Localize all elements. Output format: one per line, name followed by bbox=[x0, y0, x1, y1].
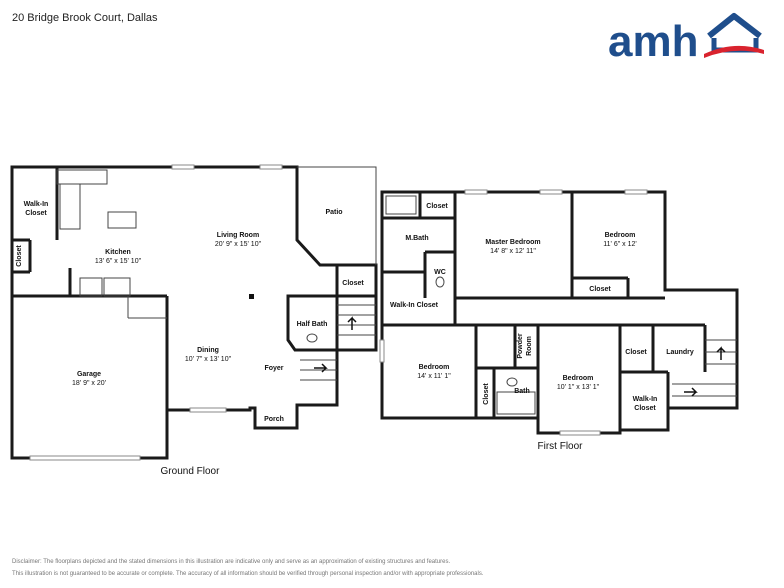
room-bath: Bath bbox=[514, 388, 530, 395]
room-bedroom-ne-dims: 11' 6" x 12' bbox=[603, 241, 636, 248]
logo-wordmark: amh bbox=[608, 17, 698, 62]
ground-floor-plan bbox=[10, 164, 378, 461]
room-master-bedroom-name: Master Bedroom bbox=[485, 239, 540, 246]
room-mbath: M.Bath bbox=[405, 235, 428, 242]
disclaimer-line-1: Disclaimer: The floorplans depicted and … bbox=[12, 559, 451, 565]
room-living-name: Living Room bbox=[217, 232, 259, 239]
room-closet-ground-left: Closet bbox=[16, 245, 23, 267]
room-kitchen-dims: 13' 6" x 15' 10" bbox=[95, 258, 142, 265]
room-closet-hall: Closet bbox=[625, 349, 647, 356]
first-floor-label: First Floor bbox=[538, 441, 584, 452]
room-half-bath: Half Bath bbox=[297, 321, 328, 328]
room-dining-name: Dining bbox=[197, 347, 219, 354]
room-walkin-closet-first: Walk-In Closet bbox=[390, 302, 439, 309]
room-closet-bedroom-w: Closet bbox=[483, 383, 490, 405]
property-address: 20 Bridge Brook Court, Dallas bbox=[12, 12, 158, 24]
room-closet-ground-right: Closet bbox=[342, 280, 364, 287]
room-kitchen-name: Kitchen bbox=[105, 249, 131, 256]
amh-logo: amh bbox=[606, 10, 766, 67]
room-wc: WC bbox=[434, 269, 446, 276]
room-bedroom-s-name: Bedroom bbox=[563, 375, 594, 382]
room-laundry: Laundry bbox=[666, 349, 694, 356]
room-bedroom-w-dims: 14' x 11' 1" bbox=[417, 373, 451, 380]
room-garage-name: Garage bbox=[77, 371, 101, 378]
room-closet-bedroom-ne: Closet bbox=[589, 286, 611, 293]
room-closet-mbath: Closet bbox=[426, 203, 448, 210]
room-living-dims: 20' 9" x 15' 10" bbox=[215, 241, 262, 248]
room-dining-dims: 10' 7" x 13' 10" bbox=[185, 356, 232, 363]
room-master-bedroom-dims: 14' 8" x 12' 11" bbox=[490, 248, 536, 255]
ground-floor-label: Ground Floor bbox=[161, 466, 221, 477]
room-porch: Porch bbox=[264, 416, 284, 423]
disclaimer-line-2: This illustration is not guaranteed to b… bbox=[12, 571, 484, 577]
room-bedroom-ne-name: Bedroom bbox=[605, 232, 636, 239]
room-bedroom-s-dims: 10' 1" x 13' 1" bbox=[557, 384, 600, 391]
disclaimer: Disclaimer: The floorplans depicted and … bbox=[12, 556, 712, 580]
room-foyer: Foyer bbox=[264, 365, 283, 372]
room-patio: Patio bbox=[325, 209, 342, 216]
room-bedroom-w-name: Bedroom bbox=[419, 364, 450, 371]
first-floor-plan bbox=[306, 189, 739, 436]
room-garage-dims: 18' 9" x 20' bbox=[72, 380, 106, 387]
